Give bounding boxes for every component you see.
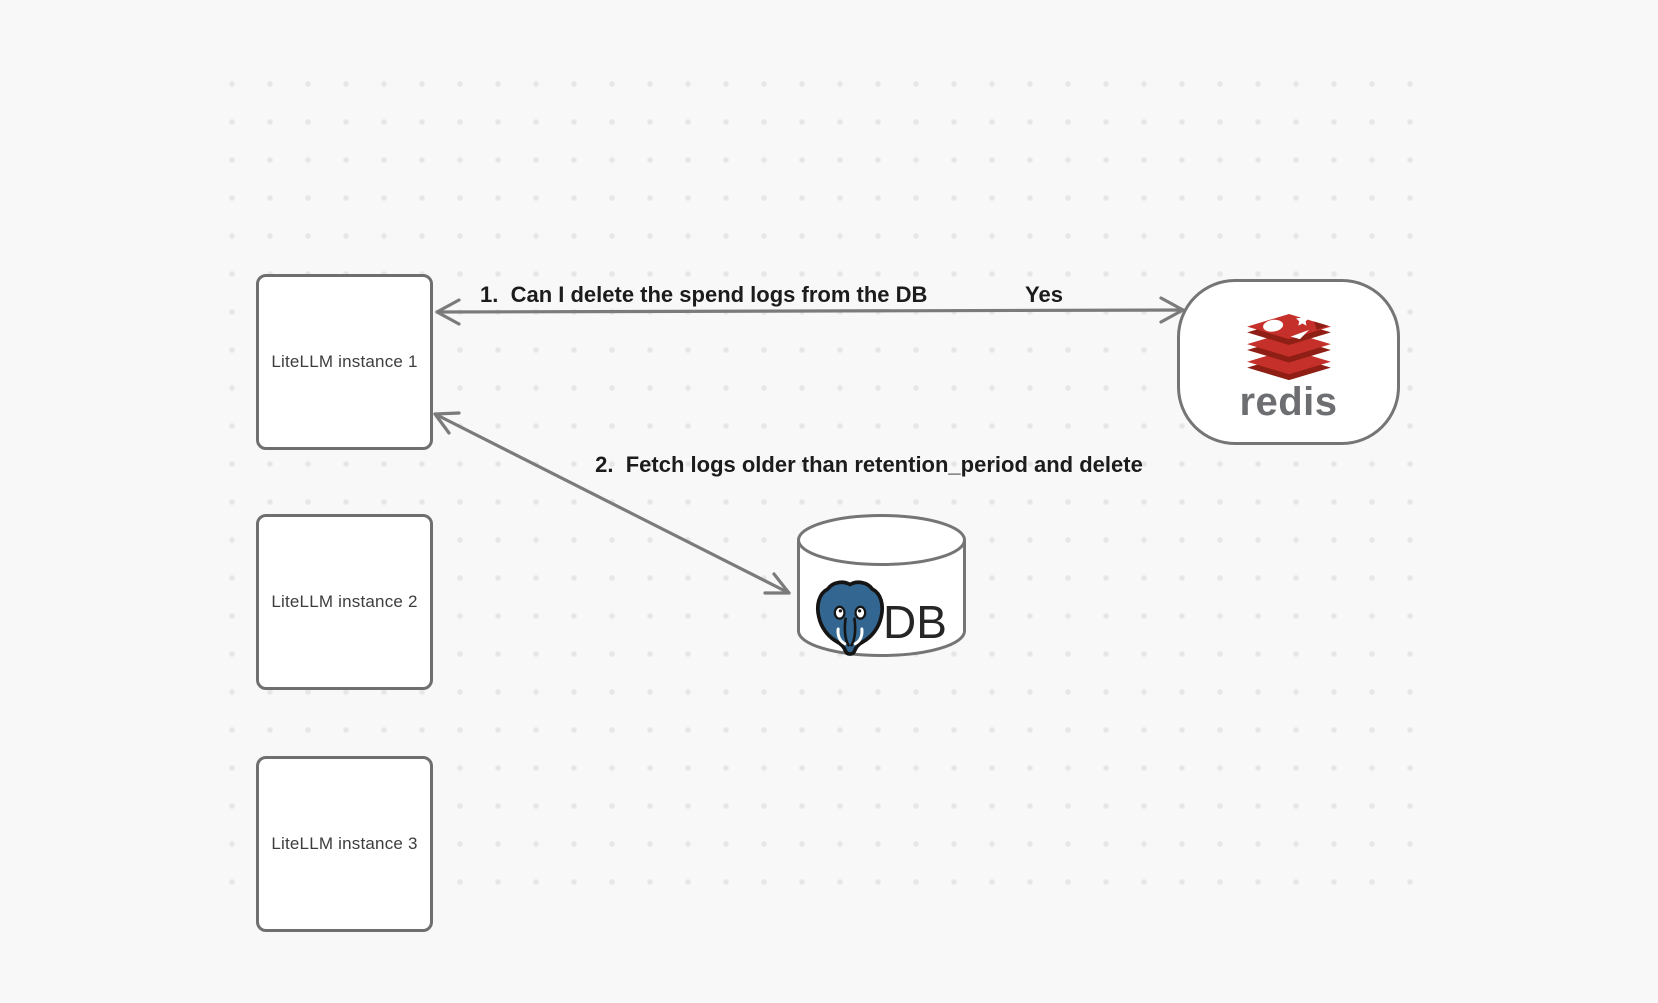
node-litellm-instance-3-label: LiteLLM instance 3: [271, 834, 418, 853]
edge-litellm1-to-db[interactable]: [433, 411, 791, 595]
node-redis[interactable]: redis: [1177, 279, 1400, 445]
db-node-label: DB: [883, 596, 947, 648]
postgresql-logo-icon: [815, 580, 885, 656]
node-litellm-instance-1[interactable]: LiteLLM instance 1: [256, 274, 433, 450]
edge2-label[interactable]: 2. Fetch logs older than retention_perio…: [595, 452, 1143, 477]
redis-wordmark: redis: [1239, 380, 1338, 424]
redis-logo-icon: [1247, 314, 1331, 381]
edge1-label[interactable]: 1. Can I delete the spend logs from the …: [480, 282, 928, 307]
node-litellm-instance-2-label: LiteLLM instance 2: [271, 592, 418, 611]
node-litellm-instance-1-label: LiteLLM instance 1: [271, 352, 418, 371]
node-litellm-instance-3[interactable]: LiteLLM instance 3: [256, 756, 433, 932]
node-litellm-instance-2[interactable]: LiteLLM instance 2: [256, 514, 433, 690]
edge1-response-label[interactable]: Yes: [1025, 282, 1063, 307]
